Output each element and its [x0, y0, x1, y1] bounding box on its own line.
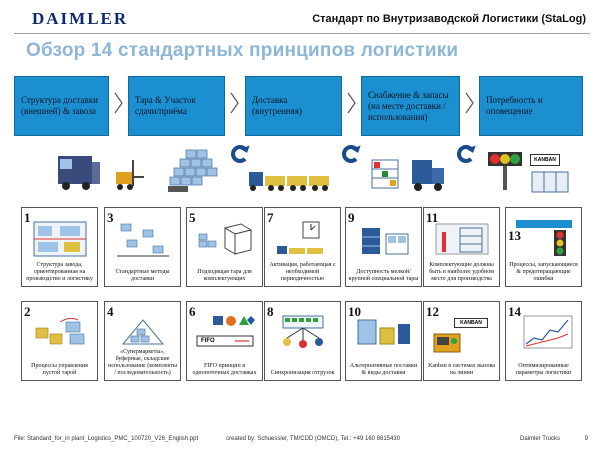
principle-caption: Альтернативные поставки & виды доставки	[349, 363, 418, 376]
chevron-right-icon	[114, 92, 123, 114]
activation-schedule-icon	[277, 221, 323, 254]
kanban-card-label: KANBAN	[454, 318, 488, 328]
principle-number: 3	[107, 210, 114, 225]
principle-card-7: 7 Активация, работающая с необходимой пе…	[264, 207, 341, 287]
principle-number: 12	[426, 304, 439, 319]
principle-card-6: 6 FIFO FIFO принцип в однопоточных доста…	[186, 301, 263, 381]
phase-box-5: Потребность и оповещение	[479, 76, 583, 136]
truck-forklift-illustration	[58, 156, 144, 190]
principle-caption: Процессы управления пустой тарой	[31, 363, 88, 376]
principle-card-2: 2 Процессы управления пустой тарой	[21, 301, 98, 381]
principle-caption: Подходящая тара для комплектующих	[197, 269, 252, 282]
principle-number: 2	[24, 304, 31, 319]
phase-label: Снабжение & запасы (на месте доставки / …	[368, 89, 449, 122]
phase-label: Потребность и оповещение	[486, 95, 543, 116]
phase-box-3: Доставка (внутренняя)	[245, 76, 342, 136]
point-of-use-icon	[435, 223, 489, 255]
footer-file: File: Standard_for_in plant_Logistics_PM…	[14, 436, 199, 442]
daimler-logo: DAIMLER	[32, 9, 129, 28]
chevron-right-icon	[230, 92, 239, 114]
principle-number: 10	[348, 304, 361, 319]
principle-card-3: 3 Стандартные методы доставки	[104, 207, 181, 287]
chevron-right-icon	[347, 92, 356, 114]
traffic-light-icon	[488, 152, 522, 190]
phase-label: Доставка (внутренняя)	[252, 95, 303, 116]
kanban-sign-label: KANBAN	[534, 157, 556, 163]
fifo-shapes-icon	[196, 316, 255, 347]
kanban-device-icon	[433, 333, 461, 353]
footer-created: created by: Schuessler, TM/CDD (OMCD), T…	[226, 436, 401, 442]
header-divider	[14, 33, 590, 34]
principle-card-8: 8 Синхронизация отгрузок	[264, 301, 341, 381]
principle-caption: Активация, работающая с необходимой пери…	[269, 262, 336, 282]
principle-caption: Kanban в системах вызова на линии	[428, 363, 495, 376]
delivery-methods-icon	[117, 223, 169, 257]
principle-caption: Комплектующие должны быть в наиболее удо…	[429, 262, 494, 282]
chevron-right-icon	[465, 92, 474, 114]
synchronization-icon	[282, 315, 324, 348]
page-title: Обзор 14 стандартных принципов логистики	[26, 40, 459, 61]
principle-caption: Структура завода, ориентированная на про…	[26, 262, 93, 282]
principle-caption: Оптимизированные параметры логистики	[515, 363, 572, 376]
fifo-label: FIFO	[201, 338, 215, 344]
plant-layout-icon	[33, 221, 87, 257]
cycle-arrow-icon	[231, 145, 249, 163]
principle-caption: Синхронизация отгрузок	[270, 370, 335, 376]
principle-card-10: 10 Альтернативные поставки & виды достав…	[345, 301, 422, 381]
principle-card-4: 4 «Супермаркеты», буферные, складские ис…	[104, 301, 181, 381]
principle-number: 14	[508, 304, 521, 319]
principle-caption: Стандартные методы доставки	[115, 269, 170, 282]
principle-caption: FIFO принцип в однопоточных доставках	[192, 363, 257, 376]
principle-number: 6	[189, 304, 196, 319]
principle-number: 9	[348, 210, 355, 225]
principle-card-1: 1 Структура завода, ориентированная на п…	[21, 207, 98, 287]
principle-caption: «Супермаркеты», буферные, складские испо…	[108, 349, 177, 376]
page-number: 9	[584, 436, 588, 442]
principle-number: 4	[107, 304, 114, 319]
alternative-delivery-icon	[357, 319, 410, 345]
principle-number: 8	[267, 304, 274, 319]
principle-number: 13	[508, 228, 521, 243]
principle-card-13: 13 Процессы, запускающиеся & предотвраща…	[505, 207, 582, 287]
phase-box-4: Снабжение & запасы (на месте доставки / …	[361, 76, 460, 136]
phase-label: Тара & Участок сдачи/приёма	[135, 95, 196, 116]
supply-rack-truck-illustration	[371, 159, 444, 191]
principle-number: 5	[189, 210, 196, 225]
phase-box-1: Структура доставки (внешней) & завоза	[14, 76, 109, 136]
principle-number: 7	[267, 210, 274, 225]
empty-container-process-icon	[35, 317, 85, 345]
containers-stack-illustration	[168, 149, 218, 192]
principle-card-5: 5 Подходящая тара для комплектующих	[186, 207, 263, 287]
container-box-icon	[198, 223, 253, 255]
principle-caption: Доступность мелкой/крупной специальной т…	[348, 269, 419, 282]
principle-number: 1	[24, 210, 31, 225]
optimization-chart-icon	[523, 315, 573, 349]
cycle-arrow-icon	[342, 145, 360, 163]
principle-card-12: 12 KANBAN Kanban в системах вызова на ли…	[423, 301, 500, 381]
special-containers-icon	[362, 228, 409, 255]
tugger-train-illustration	[249, 172, 329, 191]
phase-box-2: Тара & Участок сдачи/приёма	[128, 76, 225, 136]
traffic-light-icon	[516, 220, 572, 256]
principle-caption: Процессы, запускающиеся & предотвращающи…	[509, 262, 578, 282]
principle-card-14: 14 Оптимизированные параметры логистики	[505, 301, 582, 381]
principle-card-11: 11 Комплектующие должны быть в наиболее …	[423, 207, 500, 287]
principle-card-9: 9 Доступность мелкой/крупной специальной…	[345, 207, 422, 287]
kanban-sign: KANBAN	[530, 154, 560, 166]
kanban-board-illustration	[531, 171, 569, 193]
footer-brand: Daimler Trucks	[519, 436, 560, 442]
standard-title: Стандарт по Внутризаводской Логистики (S…	[312, 13, 586, 25]
principle-number: 11	[426, 210, 439, 225]
supermarket-icon	[121, 319, 165, 345]
phase-label: Структура доставки (внешней) & завоза	[21, 95, 98, 116]
cycle-arrow-icon	[457, 145, 475, 163]
